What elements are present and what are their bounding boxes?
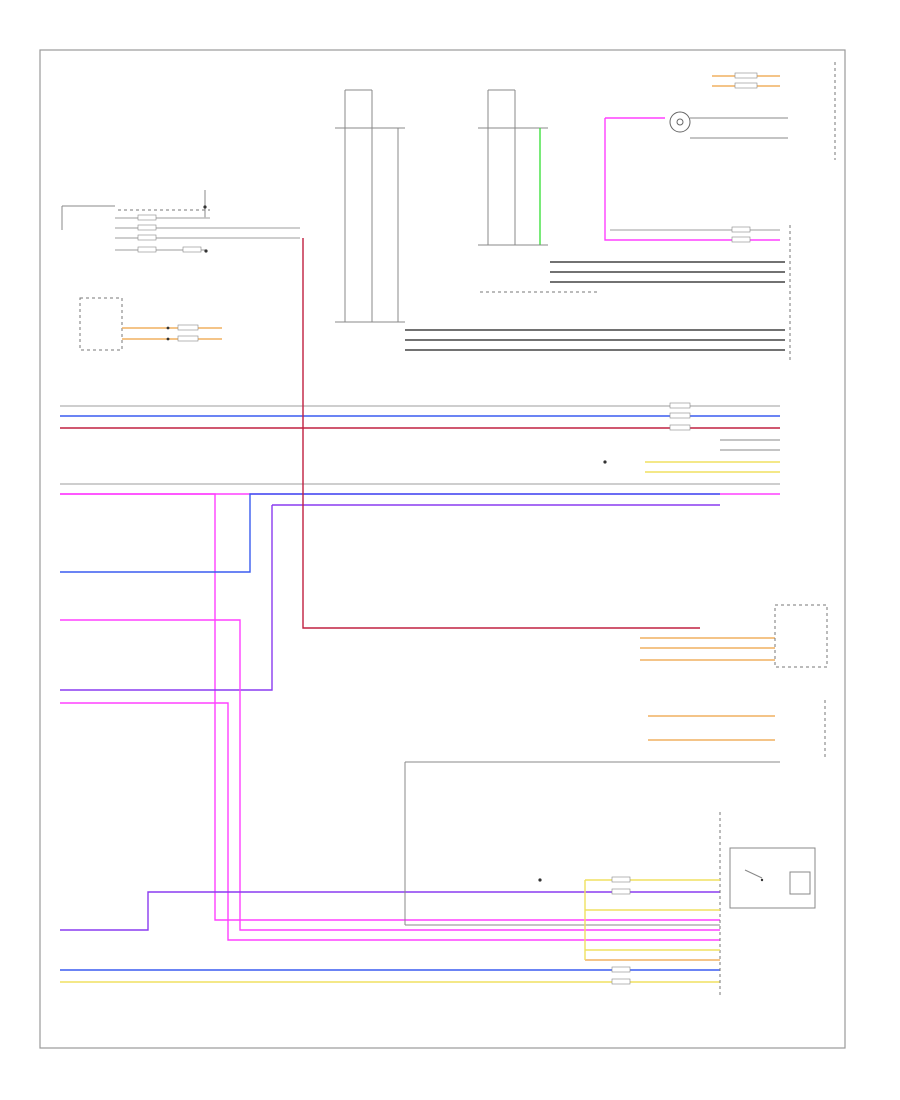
right-sensor-blocks xyxy=(335,89,548,323)
vertical-wire-drops xyxy=(60,238,720,983)
ecm-block xyxy=(61,190,210,230)
left-sensor-block xyxy=(79,297,222,351)
instrument-cluster-bus xyxy=(60,402,780,495)
black-wire-bus-top xyxy=(405,225,791,360)
shift-lever-block xyxy=(404,604,828,926)
turbo-sensor-block xyxy=(604,62,836,243)
selector-switch-block xyxy=(538,812,816,995)
ecm-connector-rows xyxy=(115,214,300,253)
diagram-border xyxy=(39,49,846,1049)
